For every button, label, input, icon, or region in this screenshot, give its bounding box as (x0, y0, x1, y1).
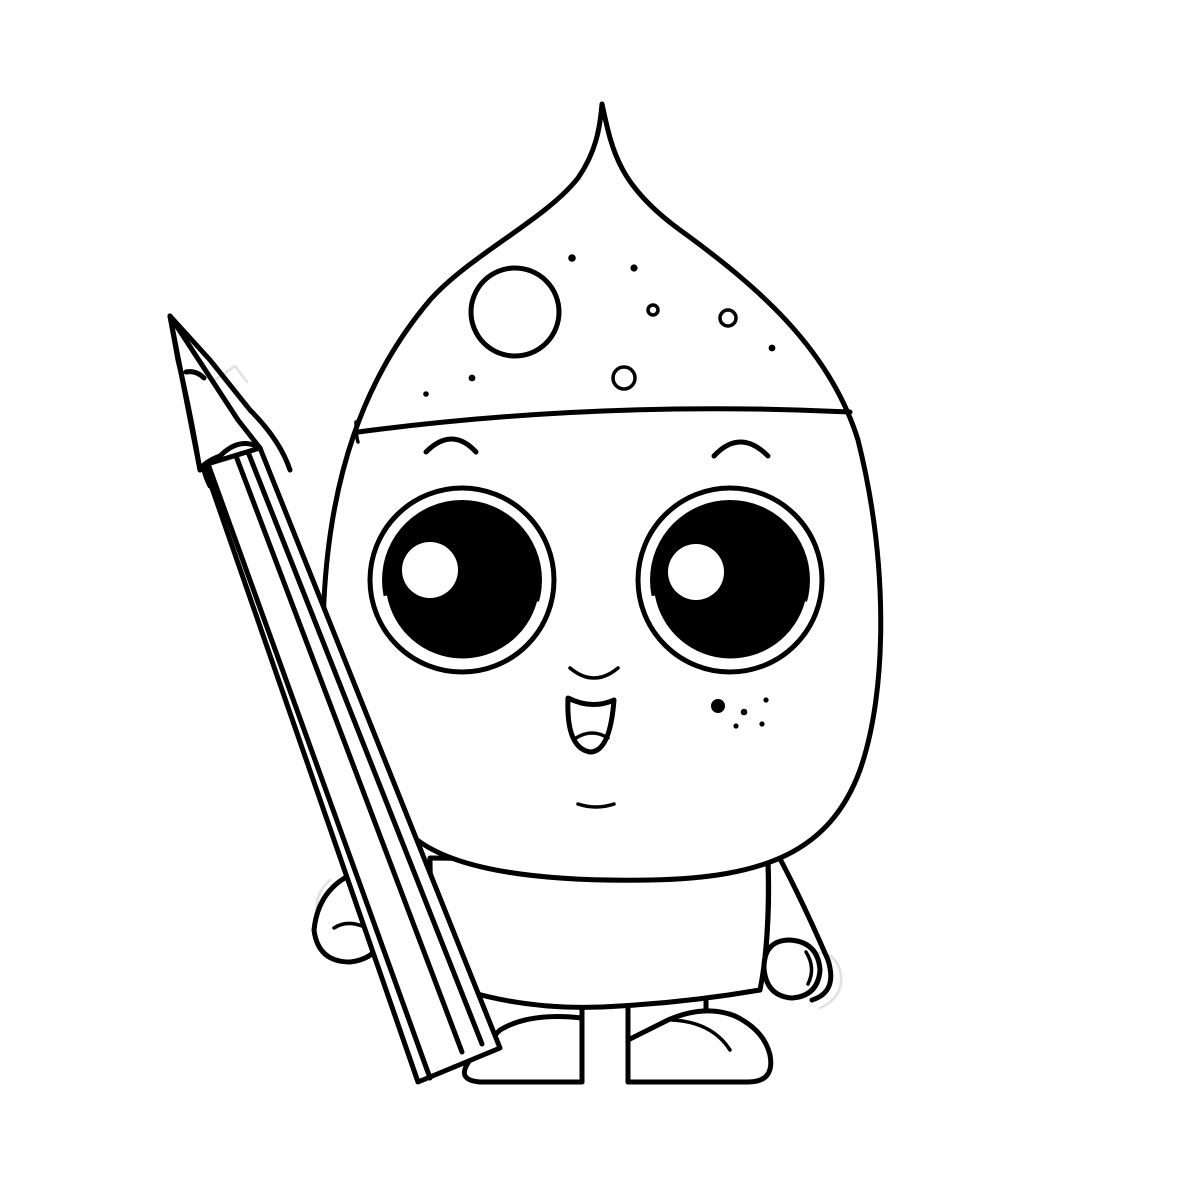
character-head (320, 101, 884, 883)
freckles (711, 697, 769, 729)
mouth (565, 695, 617, 755)
right-arm (761, 852, 834, 1003)
character-shoes (461, 1008, 774, 1085)
left-eye (367, 485, 557, 675)
right-eye (635, 485, 825, 675)
chin-line (576, 802, 616, 809)
cap-band (355, 406, 853, 435)
pencil (167, 313, 503, 1085)
nose (568, 666, 620, 680)
cap-decoration (423, 254, 776, 397)
eyebrows (423, 436, 771, 459)
